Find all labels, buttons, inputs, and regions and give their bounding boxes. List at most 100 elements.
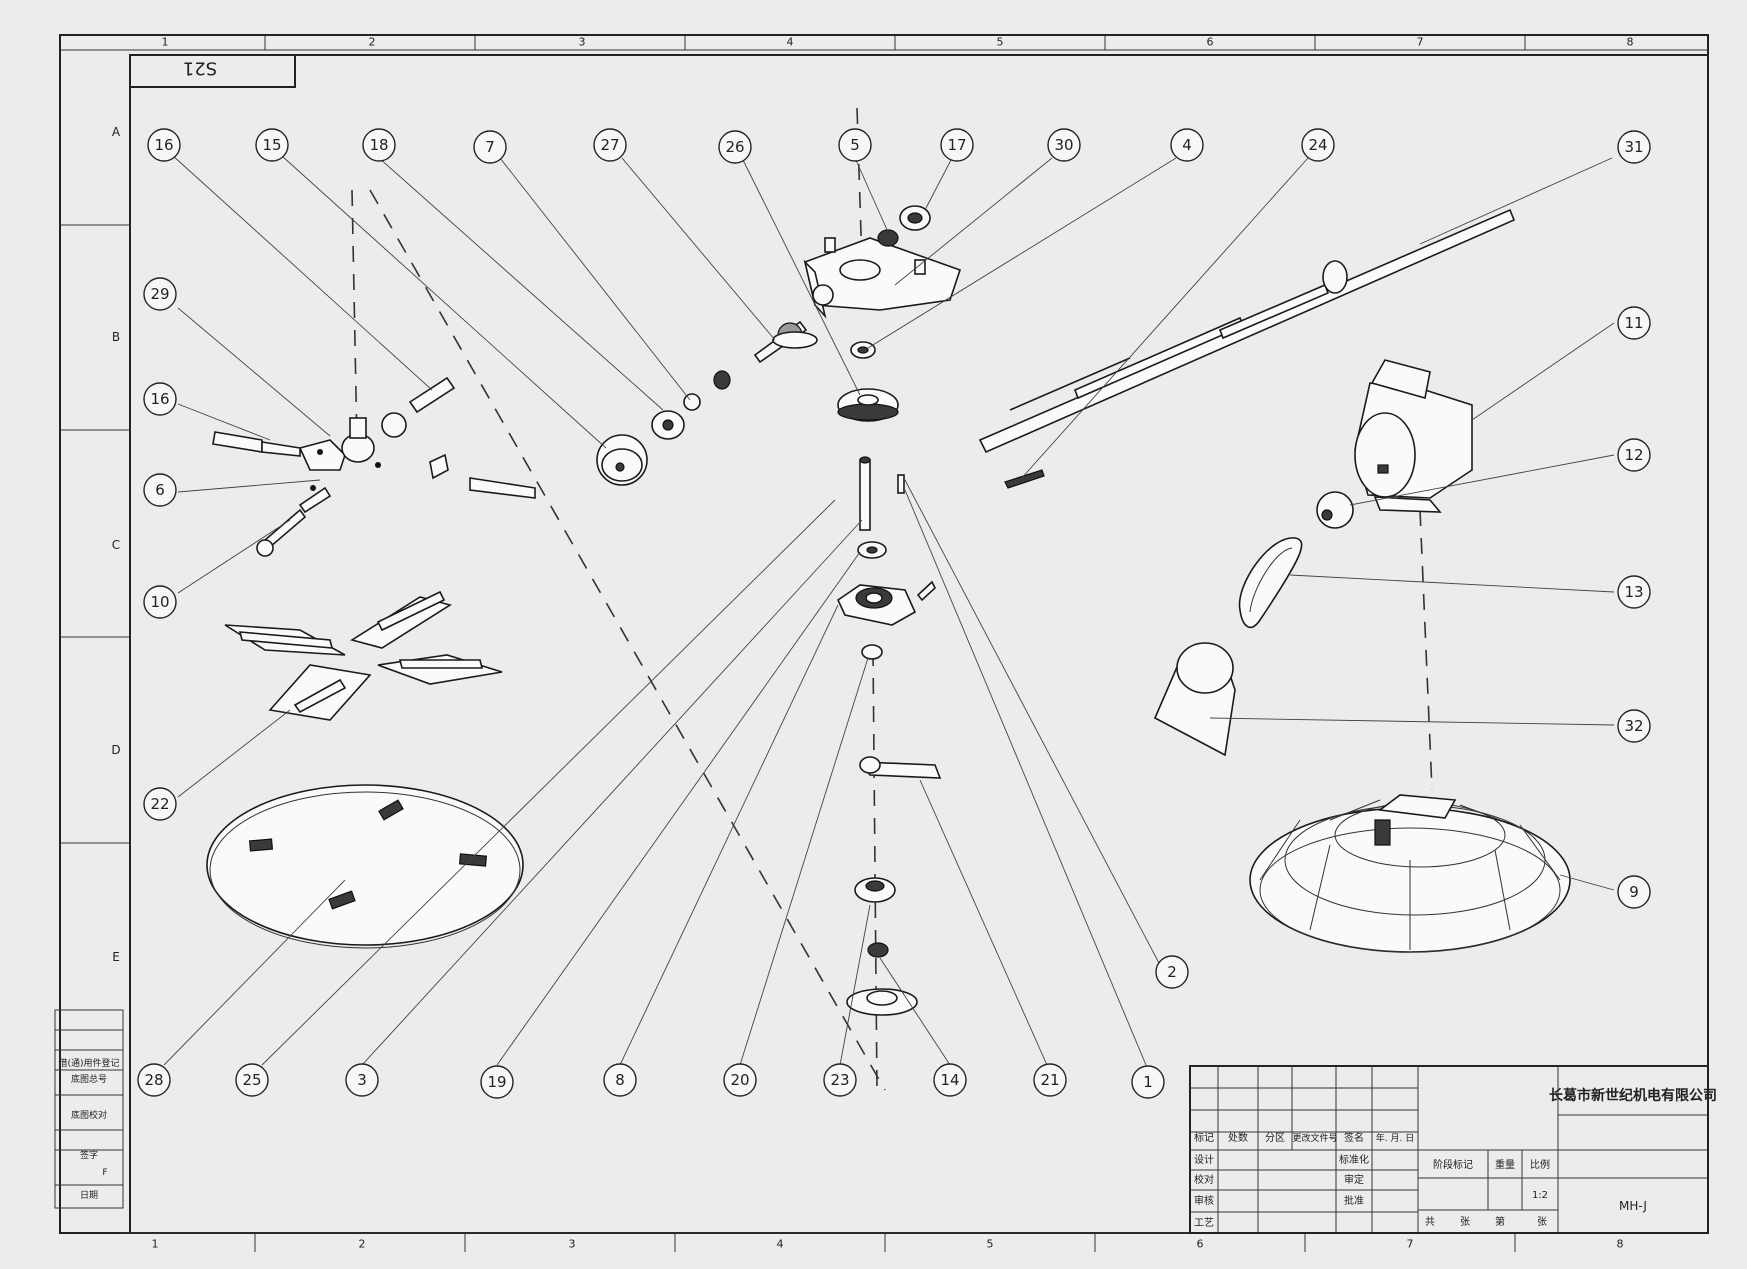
bottom-col-7: 7 bbox=[1407, 1238, 1414, 1251]
spider-assembly bbox=[212, 376, 536, 557]
balloon-circle bbox=[143, 585, 177, 619]
top-col-7: 7 bbox=[1417, 36, 1424, 49]
balloon-number: 24 bbox=[1308, 136, 1327, 154]
tb-mid-standard: 标准化 bbox=[1339, 1153, 1369, 1166]
top-col-2: 2 bbox=[369, 36, 376, 49]
balloon-circle bbox=[235, 1063, 269, 1097]
tb-scale-label: 比例 bbox=[1530, 1158, 1550, 1171]
top-zone-ruler: 1 2 3 4 5 6 7 8 bbox=[60, 35, 1708, 51]
gearbox-icon bbox=[803, 237, 962, 319]
callout-balloon-13: 13 bbox=[1617, 575, 1651, 609]
leader-lines bbox=[163, 154, 1615, 1066]
callout-balloon-14: 14 bbox=[933, 1063, 967, 1097]
balloon-number: 29 bbox=[150, 285, 169, 303]
balloon-number: 12 bbox=[1624, 446, 1643, 464]
side-row-3: 底图校对 bbox=[71, 1109, 107, 1121]
tb-mid-sign: 批准 bbox=[1344, 1194, 1364, 1207]
pulley-15 bbox=[596, 434, 648, 486]
row-B: B bbox=[112, 330, 120, 344]
company-name: 长葛市新世纪机电有限公司 bbox=[1549, 1087, 1717, 1104]
tb-header-5: 签名 bbox=[1344, 1131, 1364, 1144]
balloon-number: 8 bbox=[615, 1071, 625, 1089]
balloon-number: 25 bbox=[242, 1071, 261, 1089]
balloon-circle bbox=[480, 1065, 514, 1099]
balloon-circle bbox=[838, 128, 872, 162]
bottom-col-5: 5 bbox=[987, 1238, 994, 1251]
balloon-number: 19 bbox=[487, 1073, 506, 1091]
callout-balloon-8: 8 bbox=[603, 1063, 637, 1097]
tb-mid-approve: 审定 bbox=[1344, 1173, 1364, 1186]
callout-balloon-20: 20 bbox=[723, 1063, 757, 1097]
spring-14 bbox=[867, 942, 889, 958]
motor-icon bbox=[1354, 359, 1473, 513]
balloon-circle bbox=[143, 473, 177, 507]
callout-balloon-23: 23 bbox=[823, 1063, 857, 1097]
drawing-number: MH-J bbox=[1619, 1199, 1647, 1213]
balloon-number: 11 bbox=[1624, 314, 1643, 332]
balloon-circle bbox=[1170, 128, 1204, 162]
tb-sheet-unit2: 张 bbox=[1537, 1216, 1547, 1228]
guard-ring-icon bbox=[1249, 794, 1571, 953]
bearing-7 bbox=[651, 370, 731, 440]
callout-balloon-4: 4 bbox=[1170, 128, 1204, 162]
callout-balloon-24: 24 bbox=[1301, 128, 1335, 162]
balloon-circle bbox=[473, 130, 507, 164]
balloon-number: 5 bbox=[850, 136, 860, 154]
balloon-circle bbox=[1047, 128, 1081, 162]
balloon-circle bbox=[1617, 130, 1651, 164]
bottom-col-2: 2 bbox=[359, 1238, 366, 1251]
balloon-circle bbox=[1617, 575, 1651, 609]
balloon-circle bbox=[1131, 1065, 1165, 1099]
callout-balloon-29: 29 bbox=[143, 277, 177, 311]
balloon-number: 9 bbox=[1629, 883, 1639, 901]
balloon-circle bbox=[1617, 709, 1651, 743]
callout-balloon-21: 21 bbox=[1033, 1063, 1067, 1097]
balloon-number: 30 bbox=[1054, 136, 1073, 154]
balloon-number: 23 bbox=[830, 1071, 849, 1089]
tb-header-4: 更改文件号 bbox=[1292, 1132, 1337, 1144]
balloon-circle bbox=[143, 382, 177, 416]
callout-balloon-7: 7 bbox=[473, 130, 507, 164]
side-row-extra: F bbox=[102, 1168, 107, 1178]
top-col-4: 4 bbox=[787, 36, 794, 49]
balloon-circle bbox=[1033, 1063, 1067, 1097]
tb-scale-value: 1:2 bbox=[1532, 1190, 1548, 1201]
code-box bbox=[129, 54, 296, 88]
balloon-circle bbox=[603, 1063, 637, 1097]
row-C: C bbox=[112, 538, 120, 552]
bearing-seat-23 bbox=[854, 877, 896, 903]
balloon-circle bbox=[1617, 875, 1651, 909]
tb-sheet-unit1: 张 bbox=[1460, 1216, 1470, 1228]
callout-balloon-32: 32 bbox=[1617, 709, 1651, 743]
balloon-circle bbox=[1617, 306, 1651, 340]
bottom-col-8: 8 bbox=[1617, 1238, 1624, 1251]
balloon-number: 13 bbox=[1624, 583, 1643, 601]
trowel-blade-icon bbox=[224, 590, 503, 721]
balloon-circle bbox=[137, 1063, 171, 1097]
balloon-circle bbox=[143, 787, 177, 821]
balloon-number: 17 bbox=[947, 136, 966, 154]
flange-disc bbox=[846, 988, 918, 1016]
callout-balloon-15: 15 bbox=[255, 128, 289, 162]
tb-sheet-total: 共 bbox=[1425, 1216, 1435, 1228]
balloon-circle bbox=[143, 277, 177, 311]
balloon-circle bbox=[147, 128, 181, 162]
tb-header-3: 分区 bbox=[1265, 1132, 1285, 1144]
top-col-8: 8 bbox=[1627, 36, 1634, 49]
worm-gear-26 bbox=[837, 388, 899, 422]
balloon-circle bbox=[718, 130, 752, 164]
callout-balloon-5: 5 bbox=[838, 128, 872, 162]
balloon-circle bbox=[345, 1063, 379, 1097]
bottom-col-4: 4 bbox=[777, 1238, 784, 1251]
tb-header-2: 处数 bbox=[1228, 1131, 1248, 1144]
callout-balloon-18: 18 bbox=[362, 128, 396, 162]
callout-balloon-9: 9 bbox=[1617, 875, 1651, 909]
side-row-4: 签字 bbox=[80, 1149, 98, 1161]
side-row-5: 日期 bbox=[80, 1190, 98, 1201]
tb-role-review: 审核 bbox=[1194, 1194, 1214, 1207]
balloon-number: 1 bbox=[1143, 1073, 1153, 1091]
tb-sheet-no: 第 bbox=[1495, 1215, 1505, 1228]
callout-balloon-11: 11 bbox=[1617, 306, 1651, 340]
motor-pulley-12 bbox=[1316, 491, 1354, 529]
